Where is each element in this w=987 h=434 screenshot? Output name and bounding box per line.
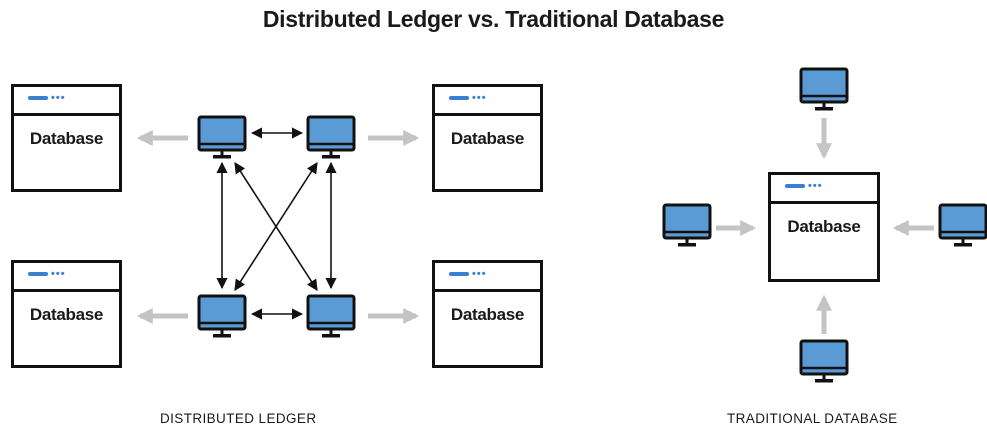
database-label: Database [787, 217, 861, 236]
computer-icon-node-bottom-right [306, 294, 356, 339]
link-diagonal-b [234, 162, 318, 291]
computer-icon-client-left [662, 203, 712, 248]
client-arrows [716, 118, 934, 334]
computer-icon-node-top-left [197, 115, 247, 160]
database-label: Database [29, 129, 104, 148]
window-accent-icon [785, 184, 805, 188]
window-accent-icon [449, 272, 469, 276]
computer-icon-node-bottom-left [197, 294, 247, 339]
window-dots-icon: ••• [51, 268, 66, 280]
window-title-bar: ••• [435, 263, 540, 292]
window-title-bar: ••• [14, 87, 119, 116]
window-dots-icon: ••• [472, 268, 487, 280]
database-box-bottom-right: ••• Database [432, 260, 543, 368]
window-accent-icon [449, 96, 469, 100]
window-accent-icon [28, 96, 48, 100]
caption-traditional-database: TRADITIONAL DATABASE [727, 411, 898, 426]
window-title-bar: ••• [14, 263, 119, 292]
computer-icon-client-bottom [799, 339, 849, 384]
computer-icon-node-top-right [306, 115, 356, 160]
database-box-bottom-left: ••• Database [11, 260, 122, 368]
window-accent-icon [28, 272, 48, 276]
database-box-top-right: ••• Database [432, 84, 543, 192]
database-box-central: ••• Database [768, 172, 880, 282]
peer-links [216, 127, 337, 320]
sync-arrows [136, 129, 420, 325]
window-dots-icon: ••• [51, 92, 66, 104]
window-title-bar: ••• [771, 175, 877, 204]
computer-icon-client-right [938, 203, 987, 248]
window-dots-icon: ••• [472, 92, 487, 104]
window-title-bar: ••• [435, 87, 540, 116]
diagram-title: Distributed Ledger vs. Traditional Datab… [262, 6, 725, 32]
database-label: Database [450, 129, 525, 148]
database-label: Database [450, 305, 525, 324]
caption-distributed-ledger: DISTRIBUTED LEDGER [160, 411, 317, 426]
database-label: Database [29, 305, 104, 324]
database-box-top-left: ••• Database [11, 84, 122, 192]
window-dots-icon: ••• [808, 180, 823, 192]
computer-icon-client-top [799, 67, 849, 112]
